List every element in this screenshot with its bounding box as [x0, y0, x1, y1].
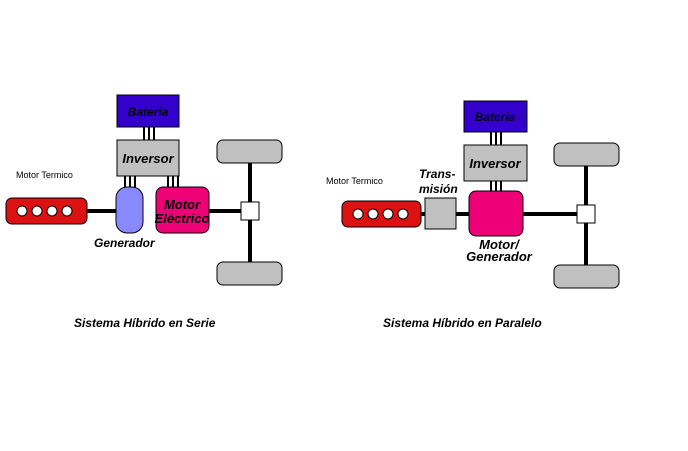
- parallel-transmission-box: [424, 197, 457, 230]
- series-engine-cylinders: [16, 205, 73, 217]
- series-wheel-bottom: [216, 261, 283, 286]
- parallel-transmission-label-line1: Trans-: [419, 167, 455, 181]
- parallel-battery-inverter-link: [490, 132, 502, 145]
- parallel-inverter-label: Inversor: [469, 156, 521, 171]
- series-battery-label: Bateria: [128, 105, 169, 119]
- series-hybrid: Bateria Inversor Motor Termico Generador…: [5, 94, 283, 330]
- parallel-motor-label-line1: Motor/: [479, 237, 520, 252]
- parallel-wheel-bottom: [553, 264, 620, 289]
- parallel-wheel-top: [553, 142, 620, 167]
- parallel-differential: [576, 204, 596, 224]
- series-generator-box: [115, 186, 144, 234]
- parallel-hybrid: Bateria Inversor Motor Termico Trans- mi…: [326, 100, 620, 330]
- parallel-caption: Sistema Híbrido en Paralelo: [383, 316, 542, 330]
- series-engine-label: Motor Termico: [16, 170, 73, 180]
- parallel-engine-label: Motor Termico: [326, 176, 383, 186]
- series-generator-label: Generador: [94, 236, 156, 250]
- series-wheel-top: [216, 139, 283, 164]
- series-differential: [240, 201, 260, 221]
- parallel-transmission-label-line2: misión: [419, 182, 458, 196]
- series-inverter-box: [116, 139, 180, 177]
- parallel-battery-box: [463, 100, 528, 133]
- series-battery-inverter-link: [143, 127, 155, 140]
- parallel-battery-label: Bateria: [475, 110, 516, 124]
- parallel-inverter-motor-link: [490, 181, 502, 192]
- series-caption: Sistema Híbrido en Serie: [74, 316, 216, 330]
- series-battery-box: [116, 94, 180, 128]
- parallel-motor-generator-box: [468, 190, 524, 237]
- parallel-engine-cylinders: [352, 208, 409, 220]
- parallel-inverter-box: [463, 144, 528, 182]
- series-motor-box: [155, 186, 210, 234]
- parallel-engine-box: [341, 200, 422, 228]
- series-motor-label-line2: Eléctrico: [155, 211, 210, 226]
- parallel-motor-label-line2: Generador: [466, 249, 533, 264]
- series-inverter-label: Inversor: [122, 151, 174, 166]
- series-motor-label-line1: Motor: [164, 197, 201, 212]
